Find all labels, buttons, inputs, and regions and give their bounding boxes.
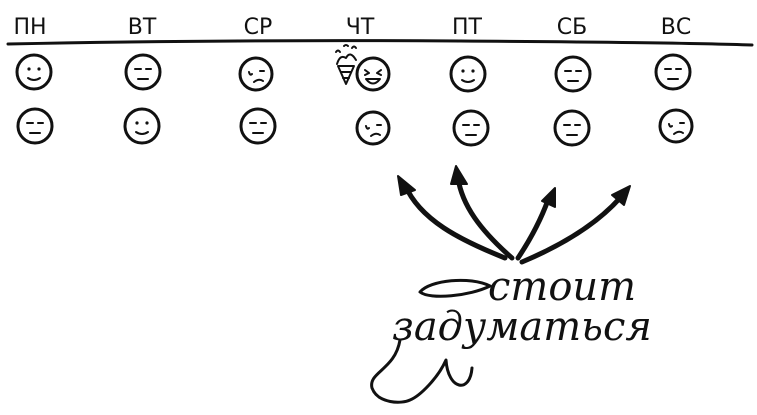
- face-laughing-icon: [355, 56, 391, 92]
- day-label-mon: ПН: [13, 15, 46, 40]
- arrow-to-thursday-icon: [402, 182, 508, 261]
- face-smile-icon: [15, 53, 53, 91]
- ice-cream-cone-icon: [335, 44, 357, 85]
- caption-flourish-bottom: [370, 338, 474, 404]
- arrowhead-saturday-icon: [541, 187, 556, 208]
- arrow-to-saturday-icon: [515, 197, 551, 261]
- face-neutral-icon: [554, 55, 592, 93]
- arrows: [397, 165, 631, 265]
- face-neutral-icon: [553, 109, 591, 147]
- face-neutral-icon: [654, 53, 692, 91]
- caption-flourish-top: [418, 278, 492, 298]
- face-smile-icon: [449, 55, 487, 93]
- caption-line-1: стоит: [488, 264, 636, 310]
- day-label-thu: ЧТ: [346, 15, 375, 40]
- header-divider-line: [6, 39, 754, 47]
- face-neutral-icon: [239, 107, 277, 145]
- week1-row: [15, 44, 692, 93]
- arrow-to-sunday-icon: [519, 195, 623, 265]
- arrowhead-friday-icon: [450, 165, 468, 185]
- caption-line-2: задуматься: [392, 304, 652, 350]
- week2-row: [16, 107, 694, 147]
- day-label-wed: СР: [244, 15, 273, 40]
- day-labels: ПН ВТ СР ЧТ ПТ СБ ВС: [13, 15, 691, 40]
- arrowhead-thursday-icon: [397, 175, 416, 196]
- day-label-sat: СБ: [557, 15, 587, 40]
- face-smile-icon: [123, 107, 161, 145]
- face-skeptical-icon: [238, 56, 274, 92]
- face-skeptical-icon: [658, 108, 694, 144]
- day-label-tue: ВТ: [128, 15, 157, 40]
- day-label-sun: ВС: [661, 15, 691, 40]
- face-skeptical-icon: [355, 110, 391, 146]
- face-neutral-icon: [124, 53, 162, 91]
- arrowhead-sunday-icon: [611, 185, 631, 206]
- day-label-fri: ПТ: [452, 15, 483, 40]
- arrow-to-friday-icon: [455, 175, 515, 261]
- face-neutral-icon: [16, 107, 54, 145]
- caption: стоит задуматься: [370, 264, 652, 404]
- face-neutral-icon: [452, 109, 490, 147]
